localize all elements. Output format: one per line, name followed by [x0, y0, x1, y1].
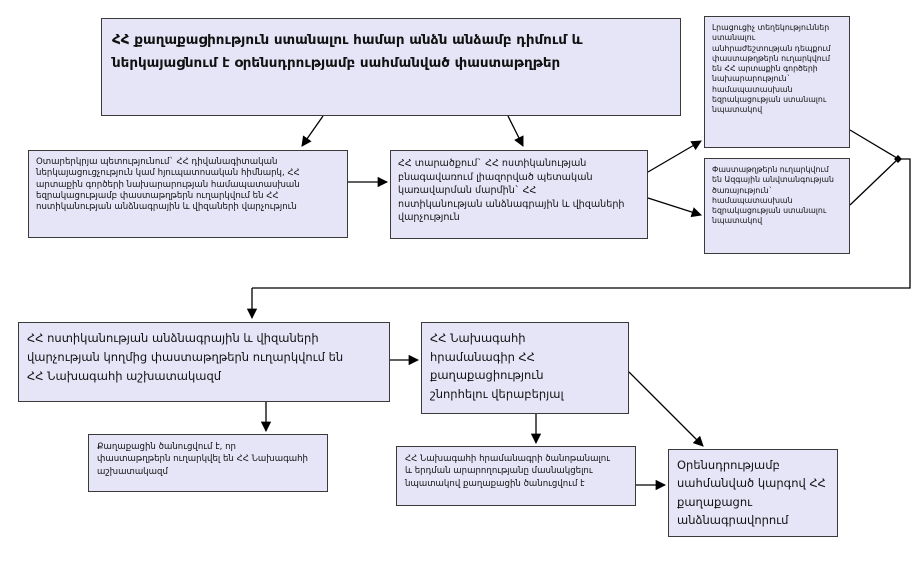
- box-line: համապատասխան: [712, 84, 793, 94]
- box-line: ՀՀ տարածքում` ՀՀ ոստիկանության: [398, 158, 587, 169]
- national-security-box: Փաստաթղթերն ուղարկվում են Ազգային անվտան…: [704, 158, 850, 254]
- foreign-ministry-box: Լրացուցիչ տեղեկություններ ստանալու անհրա…: [704, 16, 850, 148]
- box-line: ոստիկանության անձնագրային և վիզաների վար…: [36, 202, 297, 213]
- passport-issuance-box: Օրենսդրությամբ սահմանված կարգով ՀՀ քաղաք…: [668, 449, 838, 537]
- box-line: ՀՀ ոստիկանության անձնագրային և վիզաների: [27, 331, 319, 345]
- citizen-notified-box: Քաղաքացին ծանուցվում է, որ փաստաթղթերն ո…: [88, 434, 328, 492]
- box-line: վարչության կողմից փաստաթղթերն ուղարկվում…: [27, 349, 344, 364]
- line-right-top-to-merge: [849, 129, 898, 159]
- box-line: կառավարման մարմին` ՀՀ: [398, 185, 537, 197]
- title-line: ՀՀ քաղաքացիություն ստանալու համար անձն ա…: [112, 32, 583, 48]
- box-line: նպատակով քաղաքացին ծանուցվում է: [405, 478, 585, 489]
- box-line: և երդման արարողությանը մասնակցելու: [405, 466, 593, 477]
- box-line: ՀՀ Նախագահի: [430, 331, 526, 345]
- arrow-middle-to-right-top: [647, 140, 702, 173]
- box-line: նպատակով: [712, 216, 763, 226]
- line-merge-to-row2: [252, 158, 911, 289]
- box-line: սահմանված կարգով ՀՀ: [677, 476, 826, 491]
- line-right-bottom-to-merge: [849, 159, 898, 206]
- title-box: ՀՀ քաղաքացիություն ստանալու համար անձն ա…: [101, 18, 681, 116]
- box-line: բնագավառում լիազորված պետական: [398, 171, 593, 183]
- box-line: Լրացուցիչ տեղեկություններ: [712, 23, 830, 32]
- box-line: են ՀՀ արտաքին գործերի: [712, 64, 818, 74]
- box-line: ՀՀ Նախագահի աշխատակազմ: [27, 368, 222, 383]
- box-line: Օտարերկրյա պետությունում` ՀՀ դիվանագիտակ…: [36, 157, 278, 167]
- box-line: Փաստաթղթերն ուղարկվում: [712, 165, 829, 174]
- box-line: Օրենսդրությամբ: [677, 458, 780, 472]
- box-line: անձնագրավորում: [677, 513, 789, 528]
- box-line: ստանալու: [712, 33, 756, 43]
- box-line: վարչություն: [398, 212, 460, 224]
- merge-diamond: [894, 155, 902, 163]
- box-line: եզրակացությամբ փաստաթղթերն ուղարկվում են…: [36, 191, 279, 202]
- box-line: համապատասխան: [712, 195, 793, 205]
- box-line: անհրաժեշտության դեպքում: [712, 43, 831, 53]
- arrow-title-to-middle: [507, 115, 524, 147]
- arrow-row2b-to-bottom-right: [628, 371, 704, 447]
- box-line: Քաղաքացին ծանուցվում է, որ: [97, 442, 236, 452]
- box-line: աշխատակազմ: [97, 466, 168, 477]
- box-line: նախարարություն`: [712, 74, 791, 84]
- box-line: ՀՀ Նախագահի հրամանագրի ծանոթանալու: [405, 454, 610, 464]
- box-line: արտաքին գործերի նախարարության համապատասխ…: [36, 179, 300, 190]
- box-line: ոստիկանության անձնագրային և վիզաների: [398, 198, 625, 210]
- box-line: փաստաթղթերն ուղարկվում: [712, 53, 831, 63]
- police-to-president-staff-box: ՀՀ ոստիկանության անձնագրային և վիզաների …: [18, 322, 390, 402]
- box-line: նպատակով: [712, 105, 763, 115]
- box-line: ներկայացուցչություն կամ հյուպատոսական հի…: [36, 168, 300, 179]
- box-line: քաղաքացու: [677, 494, 753, 509]
- arrow-middle-to-right-bottom: [647, 197, 702, 218]
- presidential-decree-box: ՀՀ Նախագահի հրամանագիր ՀՀ քաղաքացիությու…: [421, 322, 629, 414]
- box-line: փաստաթղթերն ուղարկվել են ՀՀ Նախագահի: [97, 454, 308, 465]
- box-line: են Ազգային անվտանգության: [712, 175, 834, 185]
- abroad-submission-box: Օտարերկրյա պետությունում` ՀՀ դիվանագիտակ…: [28, 150, 348, 238]
- title-line: ներկայացնում է օրենսդրությամբ սահմանված …: [112, 54, 561, 71]
- box-line: շնորհելու վերաբերյալ: [430, 386, 564, 401]
- box-line: քաղաքացիություն: [430, 368, 544, 383]
- arrow-title-to-left: [301, 115, 324, 147]
- box-line: եզրակացության ստանալու: [712, 206, 827, 216]
- box-line: ծառայություն`: [712, 185, 773, 195]
- box-line: եզրակացության ստանալու: [712, 94, 827, 104]
- box-line: հրամանագիր ՀՀ: [430, 349, 536, 364]
- domestic-submission-box: ՀՀ տարածքում` ՀՀ ոստիկանության բնագավառո…: [390, 150, 648, 239]
- oath-ceremony-notice-box: ՀՀ Նախագահի հրամանագրի ծանոթանալու և երդ…: [396, 446, 636, 506]
